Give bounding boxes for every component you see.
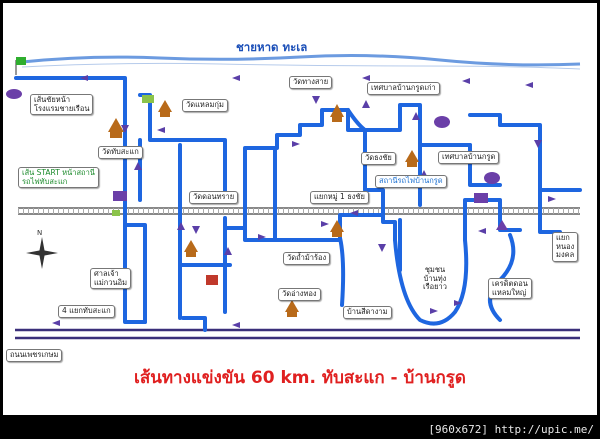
race-route: [14, 76, 582, 332]
credit-office-icon: [496, 220, 508, 230]
label-wat-thong-chai: วัดธงชัย: [361, 152, 396, 165]
shrine-icon: [206, 275, 218, 285]
temple-icon: [108, 118, 124, 138]
label-thesaban-ban-krut: เทศบาลบ้านกรูด: [438, 151, 500, 164]
label-wat-thap-sakae: วัดทับสะแก: [98, 146, 143, 159]
flag-icon: [15, 57, 26, 75]
label-chumchon: ชุมชน บ้านทุ่ง เรือยาว: [423, 265, 447, 292]
label-san-chao: ศาลเจ้า แม่กวนอิม: [90, 268, 132, 290]
label-ban-krut-station: สถานีรถไฟบ้านกรูด: [375, 175, 447, 188]
label-yaek-nong-mongkhon: แยก หนอง มงคล: [552, 232, 579, 262]
label-yaek-moo1: แยกหมู่ 1 ธงชัย: [310, 191, 369, 204]
temple-icons: [108, 100, 419, 317]
railway-track: [18, 207, 580, 215]
label-kredit-dok: เครดิตดอน แหลมใหญ่: [488, 278, 532, 300]
landmark-icons: [6, 89, 508, 230]
label-ban-sida-ngam: บ้านสีดางาม: [343, 306, 392, 319]
svg-text:N: N: [37, 229, 42, 237]
label-wat-laem-kum: วัดแหลมกุ่ม: [182, 99, 228, 112]
temple-icon: [405, 150, 419, 167]
temple-icon: [330, 104, 344, 122]
compass-icon: N: [26, 229, 58, 269]
station-icon: [113, 191, 127, 201]
label-thesaban-ban-krut-old: เทศบาลบ้านกรูดเก่า: [367, 82, 440, 95]
image-watermark: [960x672] http://upic.me/: [428, 423, 594, 436]
plane-icon: [142, 95, 154, 103]
highway-phet-kasem: [15, 328, 580, 340]
label-wat-tham-rong: วัดถ้ำม้าร้อง: [283, 252, 331, 265]
label-wat-ang-thong: วัดอ่างทอง: [278, 288, 321, 301]
beach-label: ชายหาด ทะเล: [236, 40, 308, 54]
label-wat-don-sai: วัดดอนทราย: [189, 191, 239, 204]
label-yaek-thap-sakae: 4 แยกทับสะแก: [58, 305, 115, 318]
label-start-note: เส้น START หน้าสถานี รถไฟทับสะแก: [18, 167, 99, 189]
label-wat-thung-sai: วัดทางสาย: [289, 76, 333, 89]
label-route-start-note: เส้นชัยหน้า โรงแรมชายเรือน: [30, 94, 94, 116]
office-icon: [434, 116, 450, 128]
temple-icon: [184, 240, 198, 257]
temple-icon: [158, 100, 172, 117]
flag-icon: [112, 210, 120, 216]
label-phet-kasem-road: ถนนเพชรเกษม: [6, 349, 63, 362]
office-icon: [6, 89, 22, 99]
temple-icon: [330, 220, 344, 237]
station-icon: [474, 193, 488, 203]
office-icon: [484, 172, 500, 184]
temple-icon: [285, 300, 299, 317]
beach-line: [21, 54, 581, 67]
map-title: เส้นทางแข่งขัน 60 km. ทับสะแก - บ้านกรูด: [134, 368, 466, 388]
